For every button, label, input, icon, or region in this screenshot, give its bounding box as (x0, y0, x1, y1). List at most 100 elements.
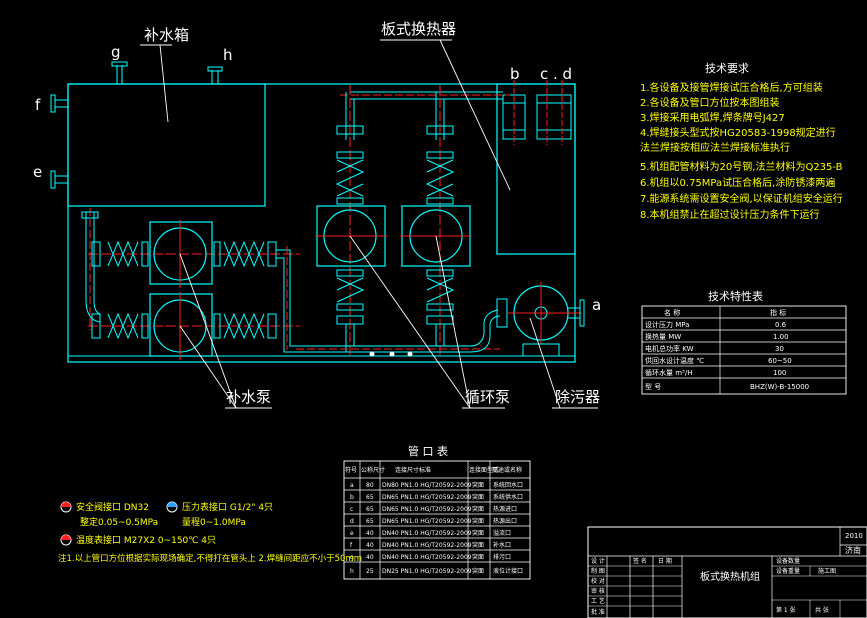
port-table-title: 管 口 表 (408, 444, 448, 458)
title-col-label: 签 名 (633, 557, 647, 565)
title-block: 2010 济南 设 计 制 图 校 对 审 核 工 艺 批 准 签 名 日 期 … (587, 526, 867, 618)
spec-header-value: 指 标 (770, 308, 786, 317)
safety-valve-icon (60, 501, 72, 513)
tech-req-item: 3.焊接采用电弧焊,焊条牌号J427 (640, 111, 785, 124)
spec-table: 技术特性表 名 称 指 标 设计压力 MPa 0.6 换热量 MW 1.00 电… (641, 289, 847, 395)
port-cell: DN65 PN1.0 HG/T20592-2009 (382, 494, 472, 501)
title-row-label: 审 核 (591, 587, 605, 595)
port-cell: DN25 PN1.0 HG/T20592-2009 (382, 568, 472, 575)
port-header: 符号 (345, 466, 357, 474)
spec-cell: 0.6 (775, 321, 787, 329)
tech-req-item: 7.能源系统需设置安全阀,以保证机组安全运行 (640, 192, 843, 205)
dirt-separator-label: 除污器 (555, 388, 600, 406)
port-header: 用途或名称 (492, 466, 522, 474)
port-cell: 40 (366, 530, 374, 537)
legend-gauge-range: 量程0~1.0MPa (182, 517, 246, 528)
tech-req-item: 8.本机组禁止在超过设计压力条件下运行 (640, 208, 820, 221)
port-cell: 突面 (472, 541, 484, 549)
port-row: b 65 DN65 PN1.0 HG/T20592-2009 突面 系统供水口 (350, 493, 523, 501)
makeup-tank (50, 61, 266, 207)
dirt-separator (496, 282, 585, 357)
title-weight-label: 设备重量 (776, 567, 800, 575)
port-header: 连接尺寸标准 (395, 466, 431, 474)
tech-req-item: 2.各设备及管口方位按本图组装 (640, 96, 780, 109)
port-cell: g (350, 554, 354, 561)
port-cell: 系统回水口 (493, 481, 523, 489)
port-b-label: b (510, 65, 520, 83)
circulation-pump-label: 循环泵 (465, 388, 510, 406)
title-total: 共 张 (815, 606, 829, 614)
title-year: 2010 (845, 532, 863, 540)
port-cell: 65 (366, 506, 374, 513)
legend-note: 注1.以上管口方位根据实际现场确定,不得打在管头上 2.焊缝间距应不小于50mm (58, 553, 362, 564)
header-piping (340, 91, 510, 140)
title-place: 济南 (845, 545, 861, 555)
port-cell: DN40 PN1.0 HG/T20592-2009 (382, 542, 472, 549)
tech-req-item: 1.各设备及接管焊接试压合格后,方可组装 (640, 81, 823, 94)
makeup-piping (81, 208, 300, 353)
port-cell: f (350, 542, 353, 549)
spec-cell: 1.00 (773, 333, 789, 341)
spec-cell: 电机总功率 KW (645, 344, 694, 353)
title-material-label: 设备数量 (776, 557, 800, 565)
tech-req-item: 6.机组以0.75MPa试压合格后,涂防锈漆两遍 (640, 176, 835, 189)
title-row-label: 设 计 (591, 557, 605, 565)
legend-safety-valve: 安全阀接口 DN32 (76, 501, 149, 513)
port-cell: 25 (366, 568, 374, 575)
port-row: e 40 DN40 PN1.0 HG/T20592-2009 突面 溢流口 (350, 529, 511, 537)
port-cell: 80 (366, 482, 374, 489)
port-cell: 溢流口 (493, 529, 511, 537)
makeup-pump-1 (88, 220, 300, 288)
circulation-pump-1 (315, 85, 387, 356)
pressure-gauge-icon (166, 501, 178, 513)
tech-req-item: 法兰焊接按相应法兰焊接标准执行 (640, 141, 790, 154)
spec-cell: 换热量 MW (645, 332, 681, 341)
port-h-label: h (223, 46, 233, 64)
port-cell: 40 (366, 542, 374, 549)
title-row-label: 工 艺 (591, 597, 605, 605)
title-row-label: 批 准 (591, 608, 605, 616)
port-cell: DN65 PN1.0 HG/T20592-2009 (382, 506, 472, 513)
port-row: g 40 DN40 PN1.0 HG/T20592-2009 突面 排污口 (350, 553, 511, 561)
port-cell: 液位计接口 (493, 567, 523, 575)
tech-req-item: 4.焊缝接头型式按HG20583-1998规定进行 (640, 126, 836, 139)
unit-base-outline (67, 83, 576, 363)
port-header: 公称尺寸 (361, 466, 385, 474)
title-drawing-name: 板式换热机组 (700, 570, 760, 583)
port-cell: 热源进口 (493, 505, 517, 513)
spec-cell: 供回水设计温度 ℃ (645, 356, 704, 365)
port-cell: DN40 PN1.0 HG/T20592-2009 (382, 554, 472, 561)
port-cell: 突面 (472, 517, 484, 525)
title-row-label: 制 图 (591, 567, 605, 575)
port-a-label: a (592, 296, 601, 314)
port-cell: 65 (366, 518, 374, 525)
port-cell: b (350, 494, 354, 501)
port-f-label: f (35, 96, 41, 114)
port-e-label: e (33, 163, 42, 181)
return-header (296, 309, 501, 357)
title-row-label: 校 对 (591, 577, 605, 585)
legend-thermo: 温度表接口 M27X2 0~150℃ 4只 (76, 534, 216, 546)
spec-cell: 30 (775, 345, 784, 353)
callout-leaders (140, 39, 598, 409)
title-col-label: 日 期 (658, 557, 672, 565)
port-row: d 65 DN65 PN1.0 HG/T20592-2009 突面 热源出口 (350, 517, 517, 525)
port-cell: 突面 (472, 493, 484, 501)
port-row: a 80 DN80 PN1.0 HG/T20592-2009 突面 系统回水口 (350, 481, 523, 489)
tech-req-item: 5.机组配管材料为20号钢,法兰材料为Q235-B (640, 160, 843, 173)
legend-gauge: 压力表接口 G1/2" 4只 (182, 501, 273, 513)
port-row: c 65 DN65 PN1.0 HG/T20592-2009 突面 热源进口 (350, 505, 517, 513)
port-cell: 排污口 (493, 553, 511, 561)
port-cell: 系统供水口 (493, 493, 523, 501)
title-sheet: 第 1 张 (776, 606, 796, 614)
port-cd-label: c . d (540, 65, 572, 83)
makeup-pump-2 (88, 292, 300, 360)
port-cell: DN65 PN1.0 HG/T20592-2009 (382, 518, 472, 525)
legend-safety-valve-pressure: 整定0.05~0.5MPa (80, 516, 158, 528)
port-row: h 25 DN25 PN1.0 HG/T20592-2009 突面 液位计接口 (350, 567, 523, 575)
port-header: 连接面型式 (469, 466, 499, 474)
port-cell: 突面 (472, 505, 484, 513)
port-cell: 突面 (472, 481, 484, 489)
tech-requirements: 技术要求 1.各设备及接管焊接试压合格后,方可组装 2.各设备及管口方位按本图组… (640, 62, 843, 221)
